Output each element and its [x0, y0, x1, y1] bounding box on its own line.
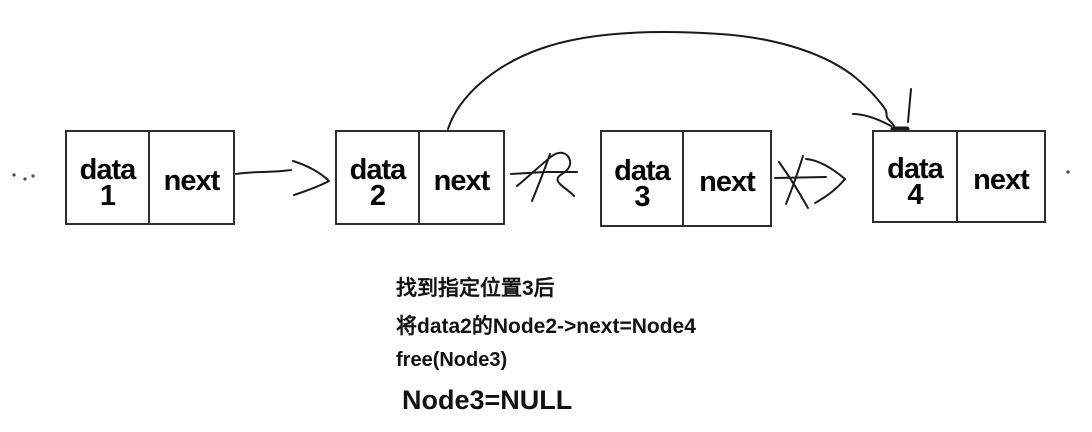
node-3-next-label: next	[699, 165, 756, 198]
vertical-tick-icon	[907, 88, 912, 123]
node-1-next-cell: next	[150, 132, 233, 223]
annotation-line-2: 将data2的Node2->next=Node4	[396, 315, 696, 338]
node-1: data 1 next	[65, 130, 235, 225]
annotation-line-4: Node3=NULL	[402, 385, 573, 415]
node-3-next-cell: next	[684, 132, 770, 225]
node-2-next-cell: next	[420, 132, 503, 223]
crossed-arrow-3-4-shaft-icon	[774, 176, 827, 179]
crossed-arrow-3-4-cross-a-icon	[778, 161, 809, 209]
node-3-data-label: data	[614, 154, 671, 187]
node-2-data-cell: data 2	[337, 132, 420, 223]
annotation-line-3: free(Node3)	[396, 349, 508, 371]
node-2-data-label: data	[349, 153, 407, 186]
node-1-next-label: next	[163, 164, 221, 197]
node-1-number: 1	[99, 179, 116, 212]
node-2-next-label: next	[433, 164, 491, 197]
crossed-arrow-2-3-shaft-icon	[510, 171, 578, 175]
arrow-1-2-head-icon	[292, 160, 330, 196]
crossed-arrow-2-3-scribble-icon	[516, 151, 575, 197]
node-3-data-cell: data 3	[602, 132, 684, 225]
node-3-number: 3	[634, 180, 650, 213]
node-4: data 4 next	[872, 130, 1046, 223]
curved-arrow-2-4-arrowhead-icon	[852, 113, 892, 127]
crossed-arrow-2-3-cross-icon	[531, 153, 551, 202]
node-4-data-cell: data 4	[874, 132, 958, 221]
crossed-arrow-3-4-cross-b-icon	[785, 155, 804, 205]
stray-dot	[12, 173, 16, 177]
node-1-data-label: data	[79, 153, 137, 186]
node-4-number: 4	[907, 178, 923, 211]
node-2-number: 2	[369, 179, 386, 212]
node-4-next-label: next	[973, 163, 1030, 196]
stray-dot	[31, 174, 35, 178]
node-3: data 3 next	[600, 130, 772, 227]
curved-arrow-2-4-icon	[447, 31, 895, 130]
arrow-1-2-shaft-icon	[235, 169, 292, 175]
annotation-line-1: 找到指定位置3后	[396, 277, 555, 300]
node-2: data 2 next	[335, 130, 505, 225]
stray-dot	[23, 177, 27, 181]
node-1-data-cell: data 1	[67, 132, 150, 223]
crossed-arrow-3-4-head-icon	[805, 158, 846, 204]
node-4-data-label: data	[887, 152, 944, 185]
node-4-next-cell: next	[958, 132, 1044, 221]
stray-dot	[1066, 170, 1070, 174]
